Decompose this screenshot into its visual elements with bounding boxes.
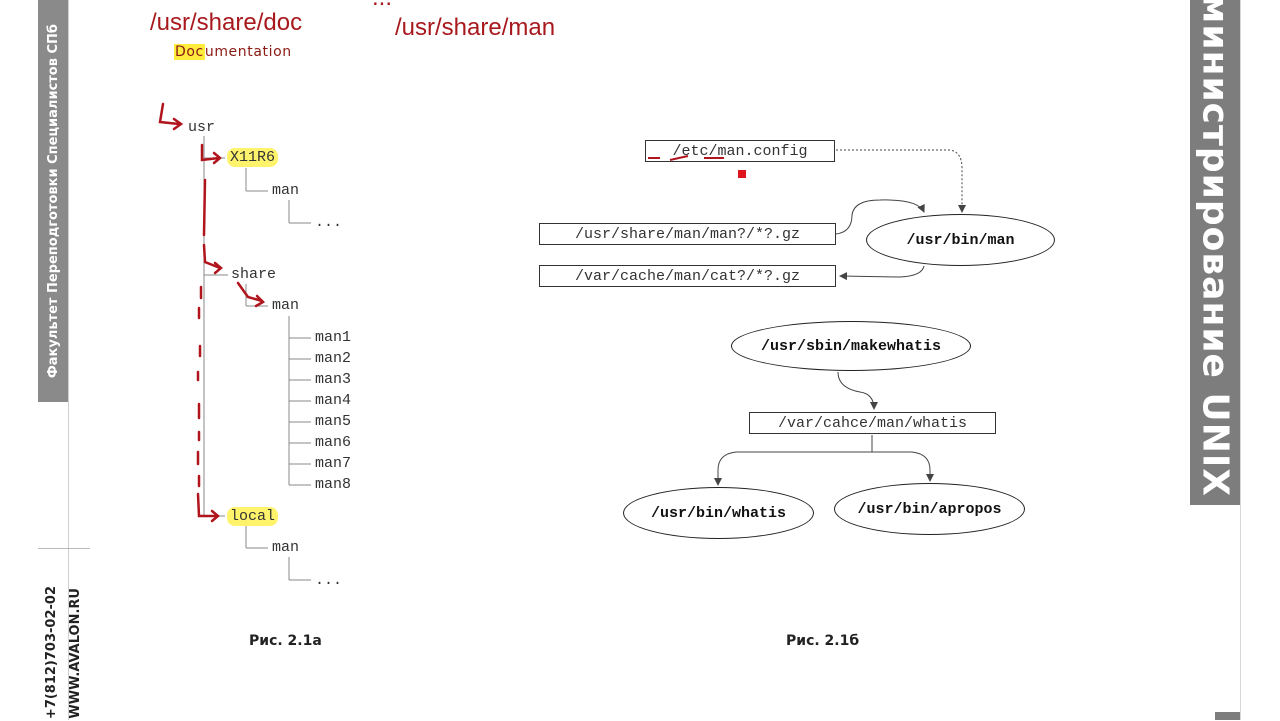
annotation-documentation: Documentation xyxy=(174,44,292,60)
documentation-rest: umentation xyxy=(204,44,292,60)
tree-usr: usr xyxy=(188,119,216,136)
right-divider-line xyxy=(1240,0,1241,720)
documentation-highlight: Doc xyxy=(174,44,205,60)
tree-man-section: man2 xyxy=(315,350,352,367)
tree-local-dots: ... xyxy=(315,572,343,589)
tree-man-section: man5 xyxy=(315,413,352,430)
right-sidebar-bar: Администрирование UNIX xyxy=(1190,0,1240,505)
annotation-share-man: /usr/share/man xyxy=(395,14,556,41)
box-cache-man-glob: /var/cache/man/cat?/*?.gz xyxy=(539,265,836,287)
tree-local: local xyxy=(227,507,279,526)
box-man-config: /etc/man.config xyxy=(645,140,835,162)
caption-fig-a: Рис. 2.1а xyxy=(249,633,322,649)
tree-man-section: man4 xyxy=(315,392,352,409)
red-dot-marker xyxy=(738,170,746,178)
tree-man-section: man8 xyxy=(315,476,352,493)
tree-x11r6: X11R6 xyxy=(227,148,279,167)
tree-man-section: man6 xyxy=(315,434,352,451)
tree-local-label: local xyxy=(227,507,279,526)
tree-x11r6-label: X11R6 xyxy=(227,148,279,167)
right-sidebar-footer xyxy=(1215,712,1240,720)
tree-local-man: man xyxy=(272,539,300,556)
tree-share: share xyxy=(231,266,277,283)
node-makewhatis: /usr/sbin/makewhatis xyxy=(731,321,971,371)
box-share-man-glob: /usr/share/man/man?/*?.gz xyxy=(539,223,836,245)
left-sidebar-bar xyxy=(38,0,68,402)
tree-man-section: man3 xyxy=(315,371,352,388)
right-sidebar-title: Администрирование UNIX xyxy=(1190,0,1240,497)
tree-x11r6-man: man xyxy=(272,182,300,199)
contact-site: WWW.AVALON.RU xyxy=(68,588,83,719)
caption-fig-b: Рис. 2.1б xyxy=(786,633,860,649)
tree-man-section: man1 xyxy=(315,329,352,346)
left-sidebar-title: Факультет Переподготовки Специалистов СП… xyxy=(38,0,68,402)
right-sidebar-title-text: Администрирование UNIX xyxy=(1194,0,1236,497)
node-usr-bin-whatis: /usr/bin/whatis xyxy=(623,487,814,539)
left-divider-line xyxy=(68,0,69,720)
node-usr-bin-apropos: /usr/bin/apropos xyxy=(834,483,1025,535)
box-whatis-db: /var/cahce/man/whatis xyxy=(749,412,996,434)
left-sidebar-title-text: Факультет Переподготовки Специалистов СП… xyxy=(45,23,61,379)
tree-share-man: man xyxy=(272,297,300,314)
tree-x11r6-dots: ... xyxy=(315,214,343,231)
diagram-connectors xyxy=(718,149,966,485)
annotation-share-doc: /usr/share/doc xyxy=(150,9,303,36)
annotation-top-cut: ... xyxy=(372,0,392,12)
tree-man-section: man7 xyxy=(315,455,352,472)
node-usr-bin-man: /usr/bin/man xyxy=(866,214,1055,266)
contact-block: +7(812)703-02-02 WWW.AVALON.RU xyxy=(38,548,90,721)
contact-phone: +7(812)703-02-02 xyxy=(44,585,59,719)
